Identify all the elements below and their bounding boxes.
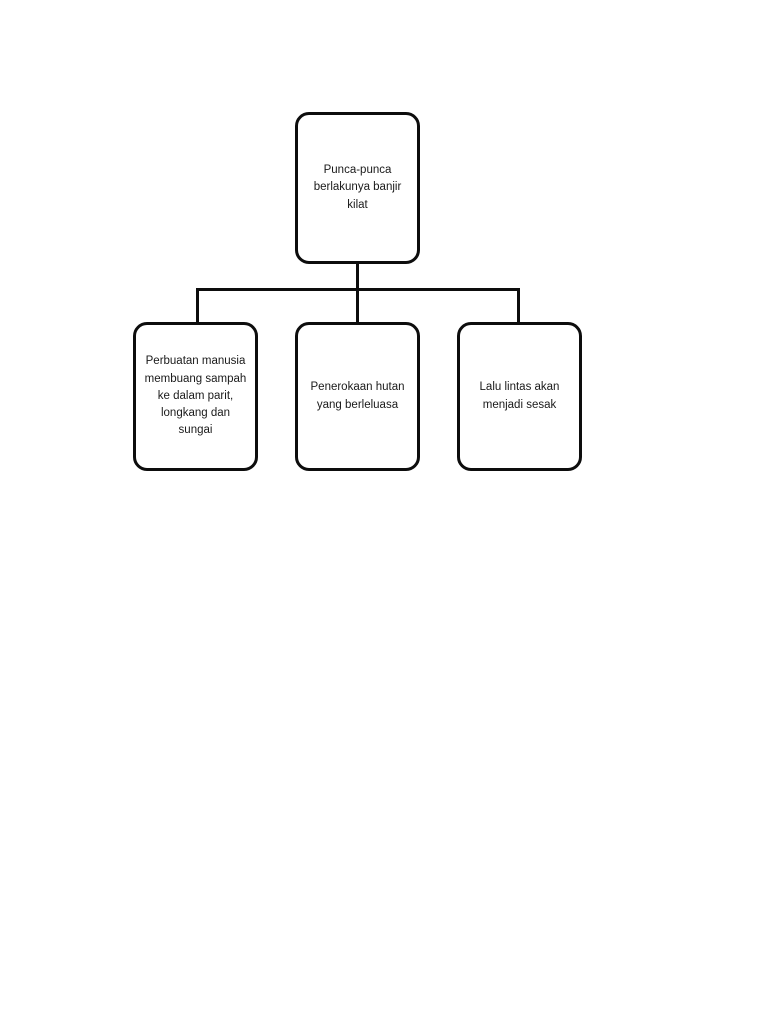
connector-drop-right xyxy=(517,288,520,323)
root-node-label: Punca-punca berlakunya banjir kilat xyxy=(313,164,402,211)
child-node-deforestation: Penerokaan hutan yang berleluasa xyxy=(295,322,420,471)
child-node-traffic: Lalu lintas akan menjadi sesak xyxy=(457,322,582,471)
child-node-deforestation-label: Penerokaan hutan yang berleluasa xyxy=(310,381,405,411)
connector-drop-left xyxy=(196,288,199,323)
child-node-littering: Perbuatan manusia membuang sampah ke dal… xyxy=(133,322,258,471)
child-node-littering-label: Perbuatan manusia membuang sampah ke dal… xyxy=(144,355,247,437)
child-node-traffic-label: Lalu lintas akan menjadi sesak xyxy=(479,381,560,411)
root-node-causes-of-flash-floods: Punca-punca berlakunya banjir kilat xyxy=(295,112,420,264)
connector-root-stem xyxy=(356,263,359,291)
connector-drop-middle xyxy=(356,288,359,323)
